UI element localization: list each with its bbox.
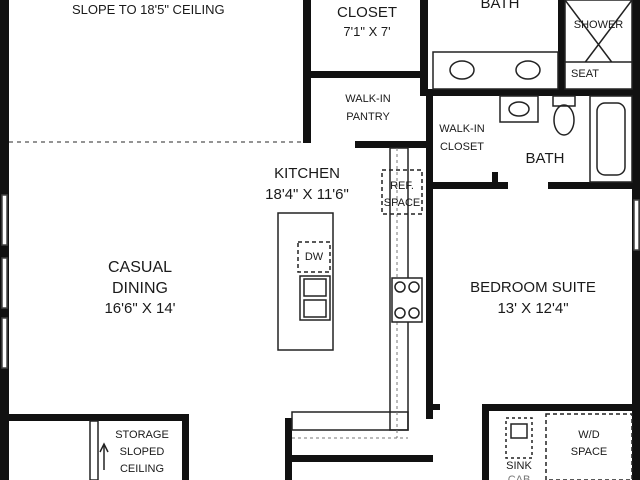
wall-kitchen-bottom	[285, 455, 433, 462]
window-left-1	[1, 194, 8, 246]
room-label-walkin-1: WALK-IN	[439, 123, 485, 135]
room-label-walkin-2: CLOSET	[439, 141, 484, 153]
wall-closet-bottom	[303, 71, 427, 78]
wall-laundry-top	[482, 404, 632, 411]
island-sink-bowl-2	[303, 299, 327, 318]
wall-pantry-left	[303, 71, 311, 143]
burner-1	[394, 281, 406, 293]
wall-bedroom-left	[426, 189, 433, 419]
wall-bedroom-top-left	[426, 182, 508, 189]
toilet-bowl	[553, 104, 575, 136]
room-label-closet: CLOSET	[336, 4, 397, 21]
room-label-sink: SINK	[506, 460, 532, 472]
island-sink-bowl-1	[303, 278, 327, 297]
wall-kitchen-bottom-left	[285, 418, 292, 480]
room-label-shower: SHOWER	[573, 19, 624, 31]
room-label-storage-3: CEILING	[119, 463, 164, 475]
wall-closet-right	[420, 0, 428, 96]
fridge-label-2: SPACE	[383, 197, 421, 209]
room-label-kitchen: KITCHEN	[274, 165, 340, 182]
wall-door-stub	[492, 172, 498, 189]
wall-bath-top	[420, 89, 632, 96]
wall-walkin-right	[426, 89, 433, 189]
room-label-slope: SLOPE TO 18'5" CEILING	[72, 2, 225, 17]
wall-pantry-bottom	[355, 141, 427, 148]
room-label-storage-1: STORAGE	[115, 429, 169, 441]
counter-bottom	[291, 411, 409, 431]
room-label-dining-1: CASUAL	[107, 259, 173, 276]
window-left-2	[1, 257, 8, 309]
sink-left	[449, 60, 475, 80]
room-dims-kitchen: 18'4" X 11'6"	[265, 186, 349, 203]
wall-stub	[426, 404, 440, 410]
burner-4	[408, 307, 420, 319]
burner-3	[394, 307, 406, 319]
room-label-pantry-1: WALK-IN	[345, 93, 391, 105]
toilet-tank	[552, 95, 576, 107]
island	[277, 212, 334, 351]
room-label-bedroom: BEDROOM SUITE	[470, 279, 596, 296]
wall-laundry-left	[482, 404, 489, 480]
room-label-bath-top: BATH	[480, 0, 520, 12]
tub-inner	[596, 102, 626, 176]
wall-bedroom-top-right	[548, 182, 632, 189]
room-label-sink-cab: CAB	[507, 474, 531, 480]
island-sink	[299, 275, 331, 321]
room-label-storage-2: SLOPED	[119, 446, 165, 458]
shower-seat	[564, 61, 633, 90]
window-left-3	[1, 317, 8, 369]
stair-arrowhead	[99, 442, 109, 453]
room-label-dining-2: DINING	[112, 280, 168, 297]
dishwasher-label: DW	[304, 251, 324, 263]
window-right	[633, 199, 640, 251]
burner-2	[408, 281, 420, 293]
room-label-bath: BATH	[525, 150, 565, 167]
tub	[589, 95, 633, 183]
laundry-sink	[510, 423, 528, 439]
dishwasher	[297, 241, 331, 273]
wall-storage-top	[9, 414, 189, 421]
wd-space	[545, 413, 633, 480]
wall-closet-left	[303, 0, 311, 78]
room-dims-closet: 7'1" X 7'	[343, 24, 391, 39]
room-label-pantry-2: PANTRY	[346, 111, 390, 123]
room-label-wd-2: SPACE	[570, 446, 608, 458]
room-dims-dining: 16'6" X 14'	[104, 300, 176, 317]
sink-right	[515, 60, 541, 80]
sink-cab	[505, 417, 533, 459]
wall-storage-right	[182, 414, 189, 480]
range	[391, 277, 423, 323]
room-dims-bedroom: 13' X 12'4"	[497, 300, 569, 317]
bath-vanity	[499, 95, 539, 123]
room-label-seat: SEAT	[571, 68, 599, 80]
bath-sink	[508, 101, 530, 117]
stair-rail	[89, 420, 99, 480]
fridge-label-1: REF.	[390, 180, 414, 192]
room-label-wd-1: W/D	[578, 429, 600, 441]
vanity	[432, 51, 559, 90]
wall-shower-left	[558, 0, 565, 96]
